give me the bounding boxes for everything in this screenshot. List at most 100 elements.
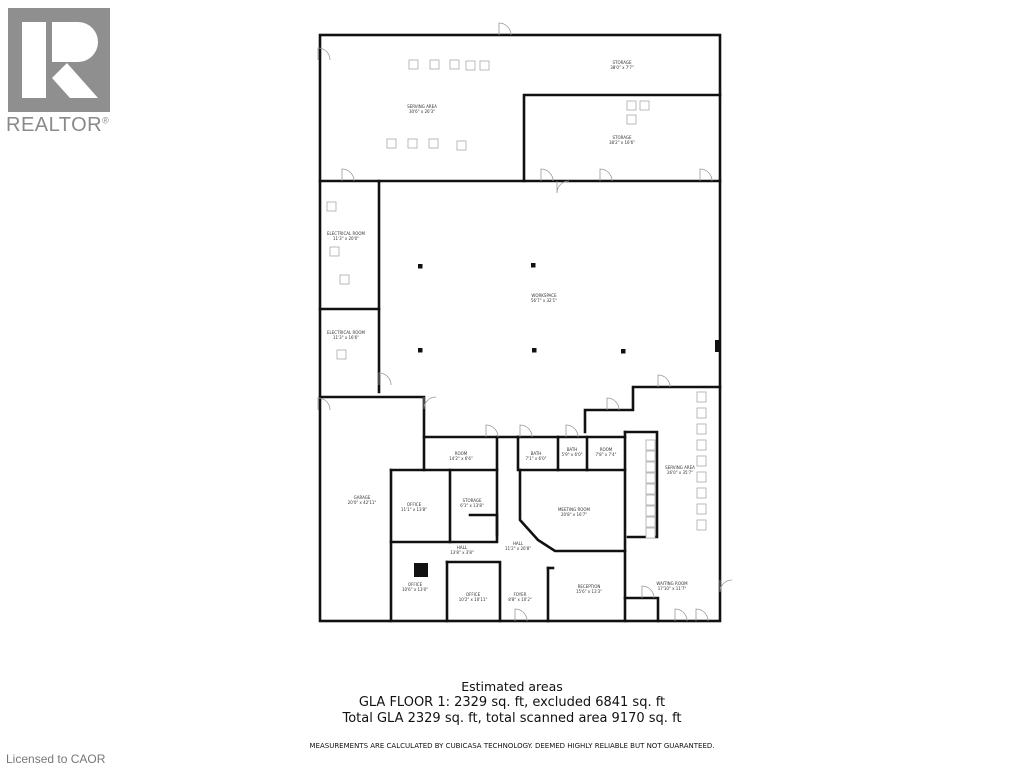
- room-dimensions: 38'0" x 7'7": [610, 65, 634, 70]
- room-dimensions: 15'6" x 13'3": [576, 589, 602, 594]
- door-swing-icon: [423, 396, 437, 410]
- column: [531, 263, 536, 268]
- fixture-box: [449, 59, 460, 70]
- room-dimensions: 14'2" x 6'6": [449, 456, 473, 461]
- column: [532, 348, 537, 353]
- fixture-box: [429, 59, 440, 70]
- seat-box: [696, 455, 707, 467]
- door-swing-icon: [657, 374, 671, 388]
- room-dimensions: 5'9" x 6'0": [562, 452, 583, 457]
- room-name: SERVING AREA: [407, 104, 437, 109]
- door-swing-icon: [699, 168, 713, 182]
- room-name: BATH: [531, 451, 542, 456]
- room-name: OFFICE: [408, 582, 423, 587]
- fixtures: [317, 22, 733, 622]
- door-swing-icon: [641, 585, 655, 599]
- room-dimensions: 11'2" x 20'8": [505, 546, 531, 551]
- room-name: HALL: [513, 541, 524, 546]
- seat-box: [696, 519, 707, 531]
- fixture-box: [626, 100, 637, 111]
- room-dimensions: 10'2" x 10'11": [459, 597, 488, 602]
- fixture-box: [639, 100, 650, 111]
- seat-box: [645, 483, 656, 495]
- room-dimensions: 20'8" x 16'7": [561, 512, 587, 517]
- seat-box: [696, 423, 707, 435]
- door-swing-icon: [556, 180, 570, 194]
- fixture-box: [339, 274, 350, 285]
- room-name: STORAGE: [462, 498, 482, 503]
- seat-box: [696, 391, 707, 403]
- column: [621, 349, 626, 354]
- room-dimensions: 13'8" x 3'8": [450, 550, 474, 555]
- room-name: SERVING AREA: [665, 465, 695, 470]
- fixture-box: [329, 246, 340, 257]
- fixture-box: [456, 140, 467, 151]
- room-name: STORAGE: [612, 135, 632, 140]
- door-swing-icon: [565, 424, 579, 438]
- fixture-box: [326, 201, 337, 212]
- room-dimensions: 26'0" x 35'7": [667, 470, 693, 475]
- room-dimensions: 30'6" x 26'3": [409, 109, 435, 114]
- estimated-areas: Estimated areas GLA FLOOR 1: 2329 sq. ft…: [0, 679, 1024, 727]
- fixture-box: [479, 60, 490, 71]
- room-name: OFFICE: [407, 502, 422, 507]
- door-swing-icon: [378, 372, 392, 386]
- areas-title: Estimated areas: [461, 679, 563, 694]
- door-swing-icon: [606, 397, 620, 411]
- room-name: HALL: [457, 545, 468, 550]
- room-dimensions: 11'1" x 13'8": [401, 507, 427, 512]
- room-dimensions: 11'3" x 16'6": [333, 335, 359, 340]
- room-dimensions: 11'3" x 20'0": [333, 236, 359, 241]
- door-swing-icon: [599, 168, 613, 182]
- seat-box: [645, 505, 656, 517]
- room-name: MEETING ROOM: [558, 507, 591, 512]
- room-name: OFFICE: [466, 592, 481, 597]
- seat-box: [645, 516, 656, 528]
- seat-box: [645, 461, 656, 473]
- room-name: BATH: [567, 447, 578, 452]
- door-swing-icon: [485, 424, 499, 438]
- seat-box: [645, 439, 656, 451]
- room-name: ROOM: [600, 447, 613, 452]
- room-dimensions: 7'8" x 7'4": [596, 452, 617, 457]
- fixture-box: [407, 138, 418, 149]
- fixture-box: [336, 349, 347, 360]
- seat-box: [645, 527, 656, 539]
- room-dimensions: 56'7" x 32'1": [531, 298, 557, 303]
- room-name: ROOM: [455, 451, 468, 456]
- realtor-logo-icon: [8, 8, 110, 112]
- room-name: GARAGE: [354, 495, 371, 500]
- room-dimensions: 38'2" x 16'6": [609, 140, 635, 145]
- column: [418, 264, 423, 269]
- seat-box: [645, 494, 656, 506]
- seat-box: [696, 471, 707, 483]
- room-dimensions: 10'6" x 13'0": [402, 587, 428, 592]
- room-name: WAITING ROOM: [656, 581, 688, 586]
- seat-box: [696, 503, 707, 515]
- room-name: ELECTRICAL ROOM: [327, 330, 366, 335]
- door-swing-icon: [519, 424, 533, 438]
- fixture-box: [465, 60, 476, 71]
- fixture-box: [386, 138, 397, 149]
- door-swing-icon: [674, 608, 688, 622]
- room-dimensions: 8'8" x 10'2": [508, 597, 532, 602]
- areas-line-2: Total GLA 2329 sq. ft, total scanned are…: [342, 711, 682, 726]
- fixture-box: [428, 138, 439, 149]
- room-dimensions: 17'10" x 11'7": [658, 586, 687, 591]
